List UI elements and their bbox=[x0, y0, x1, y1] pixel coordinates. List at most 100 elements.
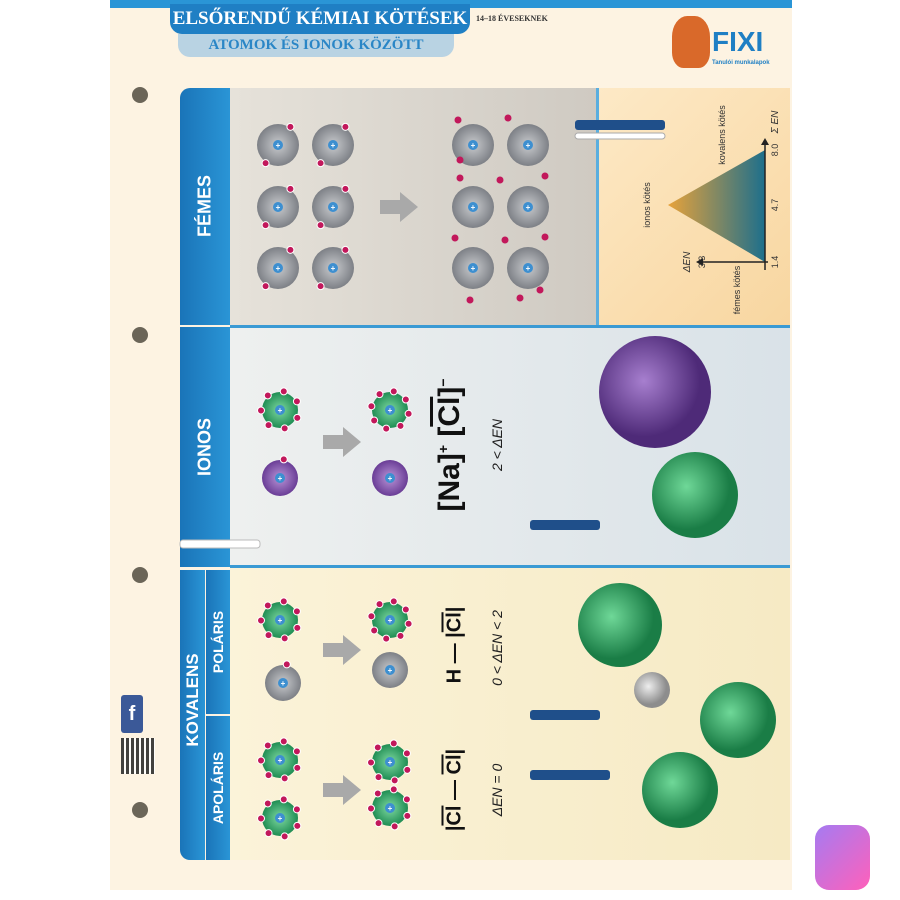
electron-icon bbox=[341, 122, 350, 131]
electron-icon bbox=[264, 421, 273, 430]
electron-icon bbox=[389, 785, 398, 794]
electron-icon bbox=[293, 623, 302, 632]
sidebar-ionic: IONOS bbox=[180, 327, 230, 567]
plus-icon: + bbox=[331, 264, 336, 273]
nucleus-icon bbox=[328, 202, 338, 212]
apolar-atom-right: Cl bbox=[443, 754, 466, 775]
cation-charge: + bbox=[435, 444, 451, 454]
electron-icon bbox=[316, 221, 325, 230]
nucleus-icon bbox=[523, 202, 533, 212]
logo-text: FIXI bbox=[712, 26, 764, 57]
electron-icon bbox=[263, 799, 272, 808]
plus-icon: + bbox=[471, 264, 476, 273]
poster-title: ELSŐRENDŰ KÉMIAI KÖTÉSEK bbox=[170, 4, 470, 34]
plus-icon: + bbox=[388, 758, 393, 767]
nucleus-icon bbox=[523, 140, 533, 150]
electron-icon bbox=[263, 741, 272, 750]
plus-icon: + bbox=[278, 474, 283, 483]
ionic-formula: [Na]+ [Cl]− bbox=[433, 378, 466, 512]
plus-icon: + bbox=[278, 406, 283, 415]
sum-en-axis-label: Σ EN bbox=[770, 110, 781, 134]
free-electron-icon bbox=[541, 172, 549, 180]
electron-icon bbox=[293, 763, 302, 772]
cation-symbol: Na bbox=[433, 463, 466, 502]
electron-icon bbox=[280, 774, 289, 783]
electron-icon bbox=[263, 601, 272, 610]
anion-charge: − bbox=[435, 378, 451, 387]
electron-icon bbox=[292, 397, 301, 406]
delta-en-max: 3.3 bbox=[697, 256, 707, 269]
plus-icon: + bbox=[281, 679, 286, 688]
ionic-bond-label: ionos kötés bbox=[642, 182, 652, 228]
plus-icon: + bbox=[471, 203, 476, 212]
facebook-icon[interactable]: f bbox=[121, 695, 143, 733]
plus-icon: + bbox=[278, 756, 283, 765]
electron-icon bbox=[261, 159, 270, 168]
sidebar-covalent: KOVALENS bbox=[180, 570, 205, 860]
electron-icon bbox=[404, 409, 413, 418]
chlorine-atom-sphere bbox=[642, 752, 718, 828]
electron-icon bbox=[370, 626, 379, 635]
electron-icon bbox=[390, 776, 399, 785]
plus-icon: + bbox=[526, 141, 531, 150]
electron-icon bbox=[257, 756, 266, 765]
arrow-icon bbox=[761, 138, 769, 145]
punch-hole bbox=[132, 327, 148, 343]
sidebar-metallic: FÉMES bbox=[180, 88, 230, 325]
nucleus-icon bbox=[385, 405, 395, 415]
nucleus-icon bbox=[275, 813, 285, 823]
electron-icon bbox=[279, 737, 288, 746]
bond-triangle bbox=[668, 150, 765, 262]
anion-symbol: Cl bbox=[433, 396, 466, 427]
poster-subtitle: ATOMOK ÉS IONOK KÖZÖTT bbox=[178, 34, 454, 57]
electron-icon bbox=[389, 387, 398, 396]
electron-icon bbox=[389, 739, 398, 748]
electron-icon bbox=[279, 387, 288, 396]
electron-icon bbox=[402, 795, 411, 804]
chloride-ion-sphere bbox=[652, 452, 738, 538]
nucleus-icon bbox=[275, 405, 285, 415]
electron-icon bbox=[367, 758, 376, 767]
electron-icon bbox=[389, 597, 398, 606]
electron-icon bbox=[401, 395, 410, 404]
plus-icon: + bbox=[526, 203, 531, 212]
electron-icon bbox=[280, 634, 289, 643]
reaction-arrow-icon bbox=[323, 635, 361, 665]
electron-icon bbox=[373, 789, 382, 798]
electron-icon bbox=[401, 605, 410, 614]
corner-logo-icon bbox=[815, 825, 870, 890]
electron-icon bbox=[292, 747, 301, 756]
sodium-ion-sphere bbox=[599, 336, 711, 448]
chlorine-atom-sphere bbox=[700, 682, 776, 758]
nucleus-icon bbox=[468, 202, 478, 212]
covalent-bond-label: kovalens kötés bbox=[717, 105, 727, 165]
electron-icon bbox=[396, 421, 405, 430]
electron-icon bbox=[316, 282, 325, 291]
plus-icon: + bbox=[471, 141, 476, 150]
nucleus-icon bbox=[385, 803, 395, 813]
plus-icon: + bbox=[276, 264, 281, 273]
plus-icon: + bbox=[388, 804, 393, 813]
nucleus-icon bbox=[278, 678, 288, 688]
polar-atom-right: Cl bbox=[443, 612, 466, 633]
electron-icon bbox=[382, 424, 391, 433]
nucleus-icon bbox=[468, 263, 478, 273]
punch-hole bbox=[132, 802, 148, 818]
plus-icon: + bbox=[388, 616, 393, 625]
apolar-condition: ΔEN = 0 bbox=[489, 763, 505, 817]
electron-icon bbox=[293, 413, 302, 422]
nucleus-icon bbox=[273, 263, 283, 273]
qr-code[interactable] bbox=[121, 738, 155, 774]
electron-icon bbox=[264, 829, 273, 838]
nucleus-icon bbox=[273, 202, 283, 212]
electron-icon bbox=[279, 455, 288, 464]
electron-icon bbox=[293, 821, 302, 830]
electron-icon bbox=[373, 743, 382, 752]
plus-icon: + bbox=[526, 264, 531, 273]
scientist-figures bbox=[179, 120, 666, 780]
electron-icon bbox=[257, 406, 266, 415]
electron-icon bbox=[375, 390, 384, 399]
tick-label: 8.0 bbox=[770, 144, 780, 157]
plus-icon: + bbox=[331, 203, 336, 212]
